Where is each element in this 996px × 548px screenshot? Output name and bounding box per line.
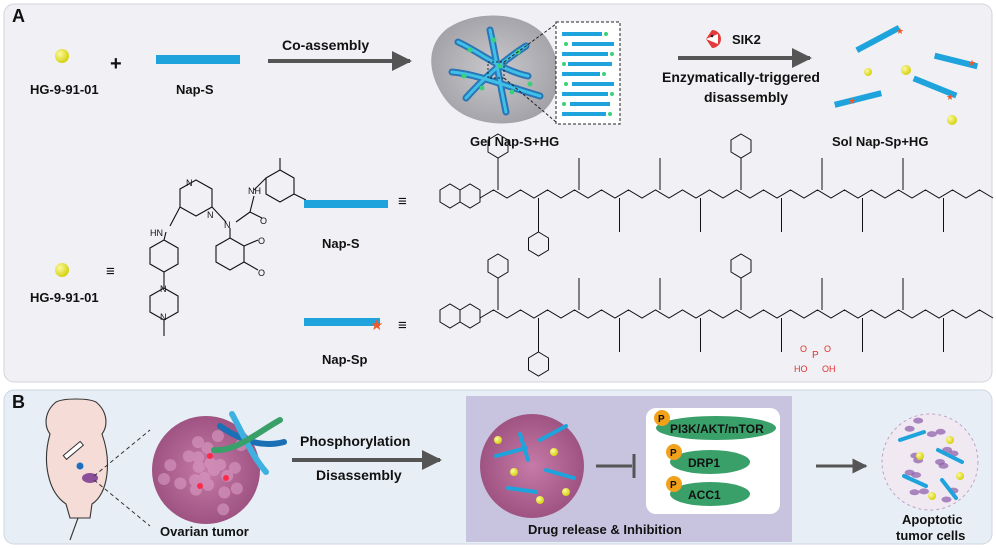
panel-a-label: A	[12, 6, 25, 26]
svg-text:PI3K/AKT/mTOR: PI3K/AKT/mTOR	[670, 422, 764, 436]
apoptotic-label-line2: tumor cells	[896, 528, 965, 543]
svg-text:N: N	[160, 312, 167, 322]
zoom-line-top	[503, 23, 557, 63]
hg-structure-atoms: N N HN N N N O NH O O	[150, 178, 267, 322]
svg-text:★: ★	[848, 96, 856, 106]
nap-s-equiv-sign: ≡	[398, 193, 407, 210]
svg-text:★: ★	[896, 26, 904, 36]
gel-zoom-box-small	[487, 61, 505, 79]
svg-text:P: P	[670, 448, 677, 459]
release-tumor-illustration	[480, 414, 584, 518]
pathway-drp1: P DRP1	[666, 444, 750, 474]
nap-s-label-bottom: Nap-S	[322, 236, 360, 251]
svg-text:★: ★	[968, 58, 976, 68]
sik2-label: SIK2	[732, 32, 761, 47]
trigger-label-line1: Enzymatically-triggered	[662, 69, 820, 85]
nap-sp-rod-legend	[304, 318, 380, 326]
svg-text:O: O	[258, 236, 265, 246]
nap-sp-equiv-sign: ≡	[398, 317, 407, 334]
svg-text:O: O	[800, 344, 807, 354]
pathway-acc1: P ACC1	[666, 476, 750, 506]
plus-sign: +	[110, 53, 122, 75]
svg-text:HO: HO	[794, 364, 808, 374]
svg-text:N: N	[160, 284, 167, 294]
svg-text:★: ★	[946, 92, 954, 102]
svg-text:N: N	[207, 210, 214, 220]
svg-text:N: N	[224, 220, 231, 230]
svg-text:P: P	[658, 414, 665, 425]
nap-s-peptide-structure	[439, 133, 994, 257]
ovarian-tumor-label: Ovarian tumor	[160, 524, 249, 539]
gel-network-illustration	[431, 15, 559, 124]
svg-text:N: N	[186, 178, 193, 188]
ovarian-tumor-illustration	[152, 411, 287, 524]
gel-zoom-detail	[555, 21, 621, 125]
nap-sp-star-icon: ★	[370, 317, 383, 334]
svg-text:ACC1: ACC1	[688, 488, 721, 502]
svg-text:P: P	[812, 350, 819, 361]
nap-sp-label: Nap-Sp	[322, 352, 368, 367]
svg-text:NH: NH	[248, 186, 261, 196]
svg-text:O: O	[260, 216, 267, 226]
disassembly-label-b: Disassembly	[316, 467, 402, 483]
svg-text:HN: HN	[150, 228, 163, 238]
drug-release-label: Drug release & Inhibition	[528, 522, 682, 537]
apoptotic-label-line1: Apoptotic	[902, 512, 963, 527]
pathway-pi3k: P PI3K/AKT/mTOR	[654, 410, 776, 440]
syringe-icon	[62, 440, 85, 470]
hg-label-bottom: HG-9-91-01	[30, 290, 99, 305]
coassembly-arrow-label: Co-assembly	[282, 37, 369, 53]
hg-molecule-ball	[55, 49, 69, 63]
hg-compound-label-top: HG-9-91-01	[30, 82, 99, 97]
mouse-illustration	[45, 398, 151, 541]
svg-text:OH: OH	[822, 364, 836, 374]
sol-label: Sol Nap-Sp+HG	[832, 134, 928, 149]
nap-sp-peptide-structure	[439, 253, 994, 377]
nap-s-rod-legend	[304, 200, 388, 208]
svg-text:O: O	[824, 344, 831, 354]
phosphorylation-label: Phosphorylation	[300, 433, 410, 449]
apoptotic-cells-illustration	[881, 413, 979, 511]
hg-ball-legend	[55, 263, 69, 277]
panel-b-label: B	[12, 392, 25, 412]
zoom-line-bottom	[503, 77, 557, 123]
hg-chemical-structure	[149, 158, 307, 336]
nap-s-label-top: Nap-S	[176, 82, 214, 97]
phosphate-group: P HO OH O O	[794, 344, 836, 374]
svg-text:P: P	[670, 480, 677, 491]
nap-s-rod	[156, 55, 240, 64]
sik2-enzyme-icon	[706, 30, 721, 48]
svg-text:DRP1: DRP1	[688, 456, 720, 470]
sol-state-illustration: ★ ★ ★ ★	[833, 25, 979, 125]
trigger-label-line2: disassembly	[704, 89, 788, 105]
gel-label: Gel Nap-S+HG	[470, 134, 559, 149]
hg-equiv-sign: ≡	[106, 263, 115, 280]
svg-text:O: O	[258, 268, 265, 278]
